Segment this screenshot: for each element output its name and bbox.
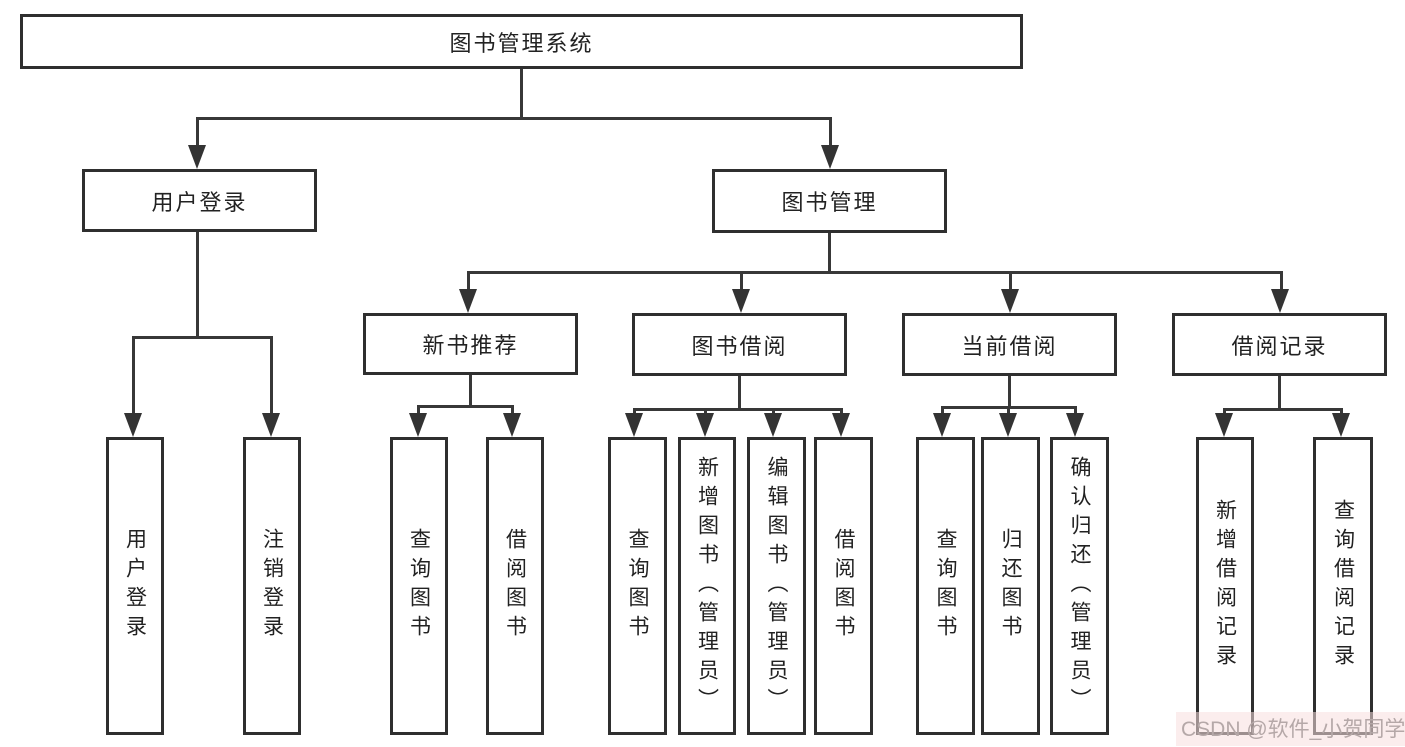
connector-stem-login-leaf xyxy=(132,336,135,416)
leaf-label: 注销登录 xyxy=(260,528,284,644)
connector-stem-leaf xyxy=(1074,406,1077,416)
csdn-watermark: CSDN @软件_小贺同学 xyxy=(1176,712,1405,746)
connector-stem-user-login xyxy=(196,117,199,149)
connector-stem-leaf xyxy=(772,408,775,416)
node-borrow-records: 借阅记录 xyxy=(1172,313,1387,376)
leaf-confirm-return-admin: 确认归还（管理员） xyxy=(1050,437,1109,735)
leaf-label: 用户登录 xyxy=(123,528,147,644)
leaf-add-books-admin: 新增图书（管理员） xyxy=(678,437,736,735)
arrow-down-icon xyxy=(696,413,714,437)
leaf-label: 新增借阅记录 xyxy=(1213,499,1237,673)
node-label: 新书推荐 xyxy=(422,333,519,358)
connector-user-login-horizontal xyxy=(132,336,273,339)
leaf-label: 编辑图书（管理员） xyxy=(765,455,789,717)
connector-new-book-trunk xyxy=(469,375,472,407)
node-label: 借阅记录 xyxy=(1231,333,1328,359)
connector-stem-logout-leaf xyxy=(270,336,273,416)
leaf-label: 查询图书 xyxy=(407,528,431,644)
node-label: 图书管理系统 xyxy=(449,30,594,56)
connector-borrow-records-trunk xyxy=(1278,375,1281,410)
leaf-edit-books-admin: 编辑图书（管理员） xyxy=(747,437,806,735)
arrow-down-icon xyxy=(188,145,206,169)
arrow-down-icon xyxy=(1332,413,1350,437)
leaf-label: 查询图书 xyxy=(934,528,958,644)
connector-stem-leaf xyxy=(840,408,843,416)
connector-stem-new-book xyxy=(467,271,470,293)
connector-stem-leaf xyxy=(417,405,420,416)
node-library-management-system: 图书管理系统 xyxy=(20,14,1023,69)
connector-new-book-horizontal xyxy=(417,405,513,408)
connector-stem-leaf xyxy=(941,406,944,416)
arrow-down-icon xyxy=(821,145,839,169)
arrow-down-icon xyxy=(124,413,142,437)
connector-user-login-trunk xyxy=(196,232,199,338)
arrow-down-icon xyxy=(503,413,521,437)
connector-stem-current-borrow xyxy=(1009,271,1012,293)
node-current-borrow: 当前借阅 xyxy=(902,313,1117,376)
connector-stem-book-management xyxy=(829,117,832,149)
connector-book-borrow-horizontal xyxy=(633,408,842,411)
node-book-borrow: 图书借阅 xyxy=(632,313,847,376)
connector-stem-leaf xyxy=(1007,406,1010,416)
node-book-management: 图书管理 xyxy=(712,169,947,233)
leaf-label: 查询借阅记录 xyxy=(1331,499,1355,673)
arrow-down-icon xyxy=(1001,289,1019,313)
connector-borrow-records-horizontal xyxy=(1223,408,1342,411)
leaf-label: 确认归还（管理员） xyxy=(1068,455,1092,717)
connector-stem-leaf xyxy=(1223,408,1226,416)
connector-root-trunk xyxy=(520,69,523,119)
arrow-down-icon xyxy=(459,289,477,313)
arrow-down-icon xyxy=(933,413,951,437)
node-label: 用户登录 xyxy=(151,189,248,215)
node-user-login: 用户登录 xyxy=(82,169,317,232)
connector-book-borrow-trunk xyxy=(738,375,741,410)
leaf-label: 借阅图书 xyxy=(832,528,856,644)
leaf-query-books-current: 查询图书 xyxy=(916,437,975,735)
arrow-down-icon xyxy=(625,413,643,437)
connector-book-management-trunk xyxy=(828,233,831,273)
connector-stem-leaf xyxy=(704,408,707,416)
connector-stem-leaf xyxy=(1340,408,1343,416)
leaf-borrow-books: 借阅图书 xyxy=(814,437,873,735)
leaf-return-books: 归还图书 xyxy=(981,437,1040,735)
connector-level1-horizontal xyxy=(196,117,832,120)
connector-stem-book-borrow xyxy=(740,271,743,293)
leaf-user-login: 用户登录 xyxy=(106,437,164,735)
connector-stem-leaf xyxy=(633,408,636,416)
node-label: 当前借阅 xyxy=(961,333,1058,359)
arrow-down-icon xyxy=(732,289,750,313)
arrow-down-icon xyxy=(832,413,850,437)
leaf-label: 新增图书（管理员） xyxy=(695,455,719,717)
connector-stem-leaf xyxy=(511,405,514,416)
connector-stem-borrow-records xyxy=(1280,271,1283,293)
arrow-down-icon xyxy=(999,413,1017,437)
arrow-down-icon xyxy=(1215,413,1233,437)
arrow-down-icon xyxy=(764,413,782,437)
node-label: 图书管理 xyxy=(781,190,878,215)
arrow-down-icon xyxy=(409,413,427,437)
connector-book-management-horizontal xyxy=(467,271,1283,274)
connector-current-borrow-trunk xyxy=(1008,375,1011,408)
leaf-query-books-borrow: 查询图书 xyxy=(608,437,667,735)
leaf-query-books-recommend: 查询图书 xyxy=(390,437,448,735)
leaf-label: 归还图书 xyxy=(999,528,1023,644)
leaf-label: 借阅图书 xyxy=(503,528,527,644)
node-new-book-recommend: 新书推荐 xyxy=(363,313,578,375)
leaf-add-borrow-record: 新增借阅记录 xyxy=(1196,437,1254,735)
arrow-down-icon xyxy=(1271,289,1289,313)
leaf-label: 查询图书 xyxy=(626,528,650,644)
node-label: 图书借阅 xyxy=(691,333,788,359)
leaf-query-borrow-record: 查询借阅记录 xyxy=(1313,437,1373,735)
arrow-down-icon xyxy=(262,413,280,437)
arrow-down-icon xyxy=(1066,413,1084,437)
leaf-logout: 注销登录 xyxy=(243,437,301,735)
leaf-borrow-books-recommend: 借阅图书 xyxy=(486,437,544,735)
